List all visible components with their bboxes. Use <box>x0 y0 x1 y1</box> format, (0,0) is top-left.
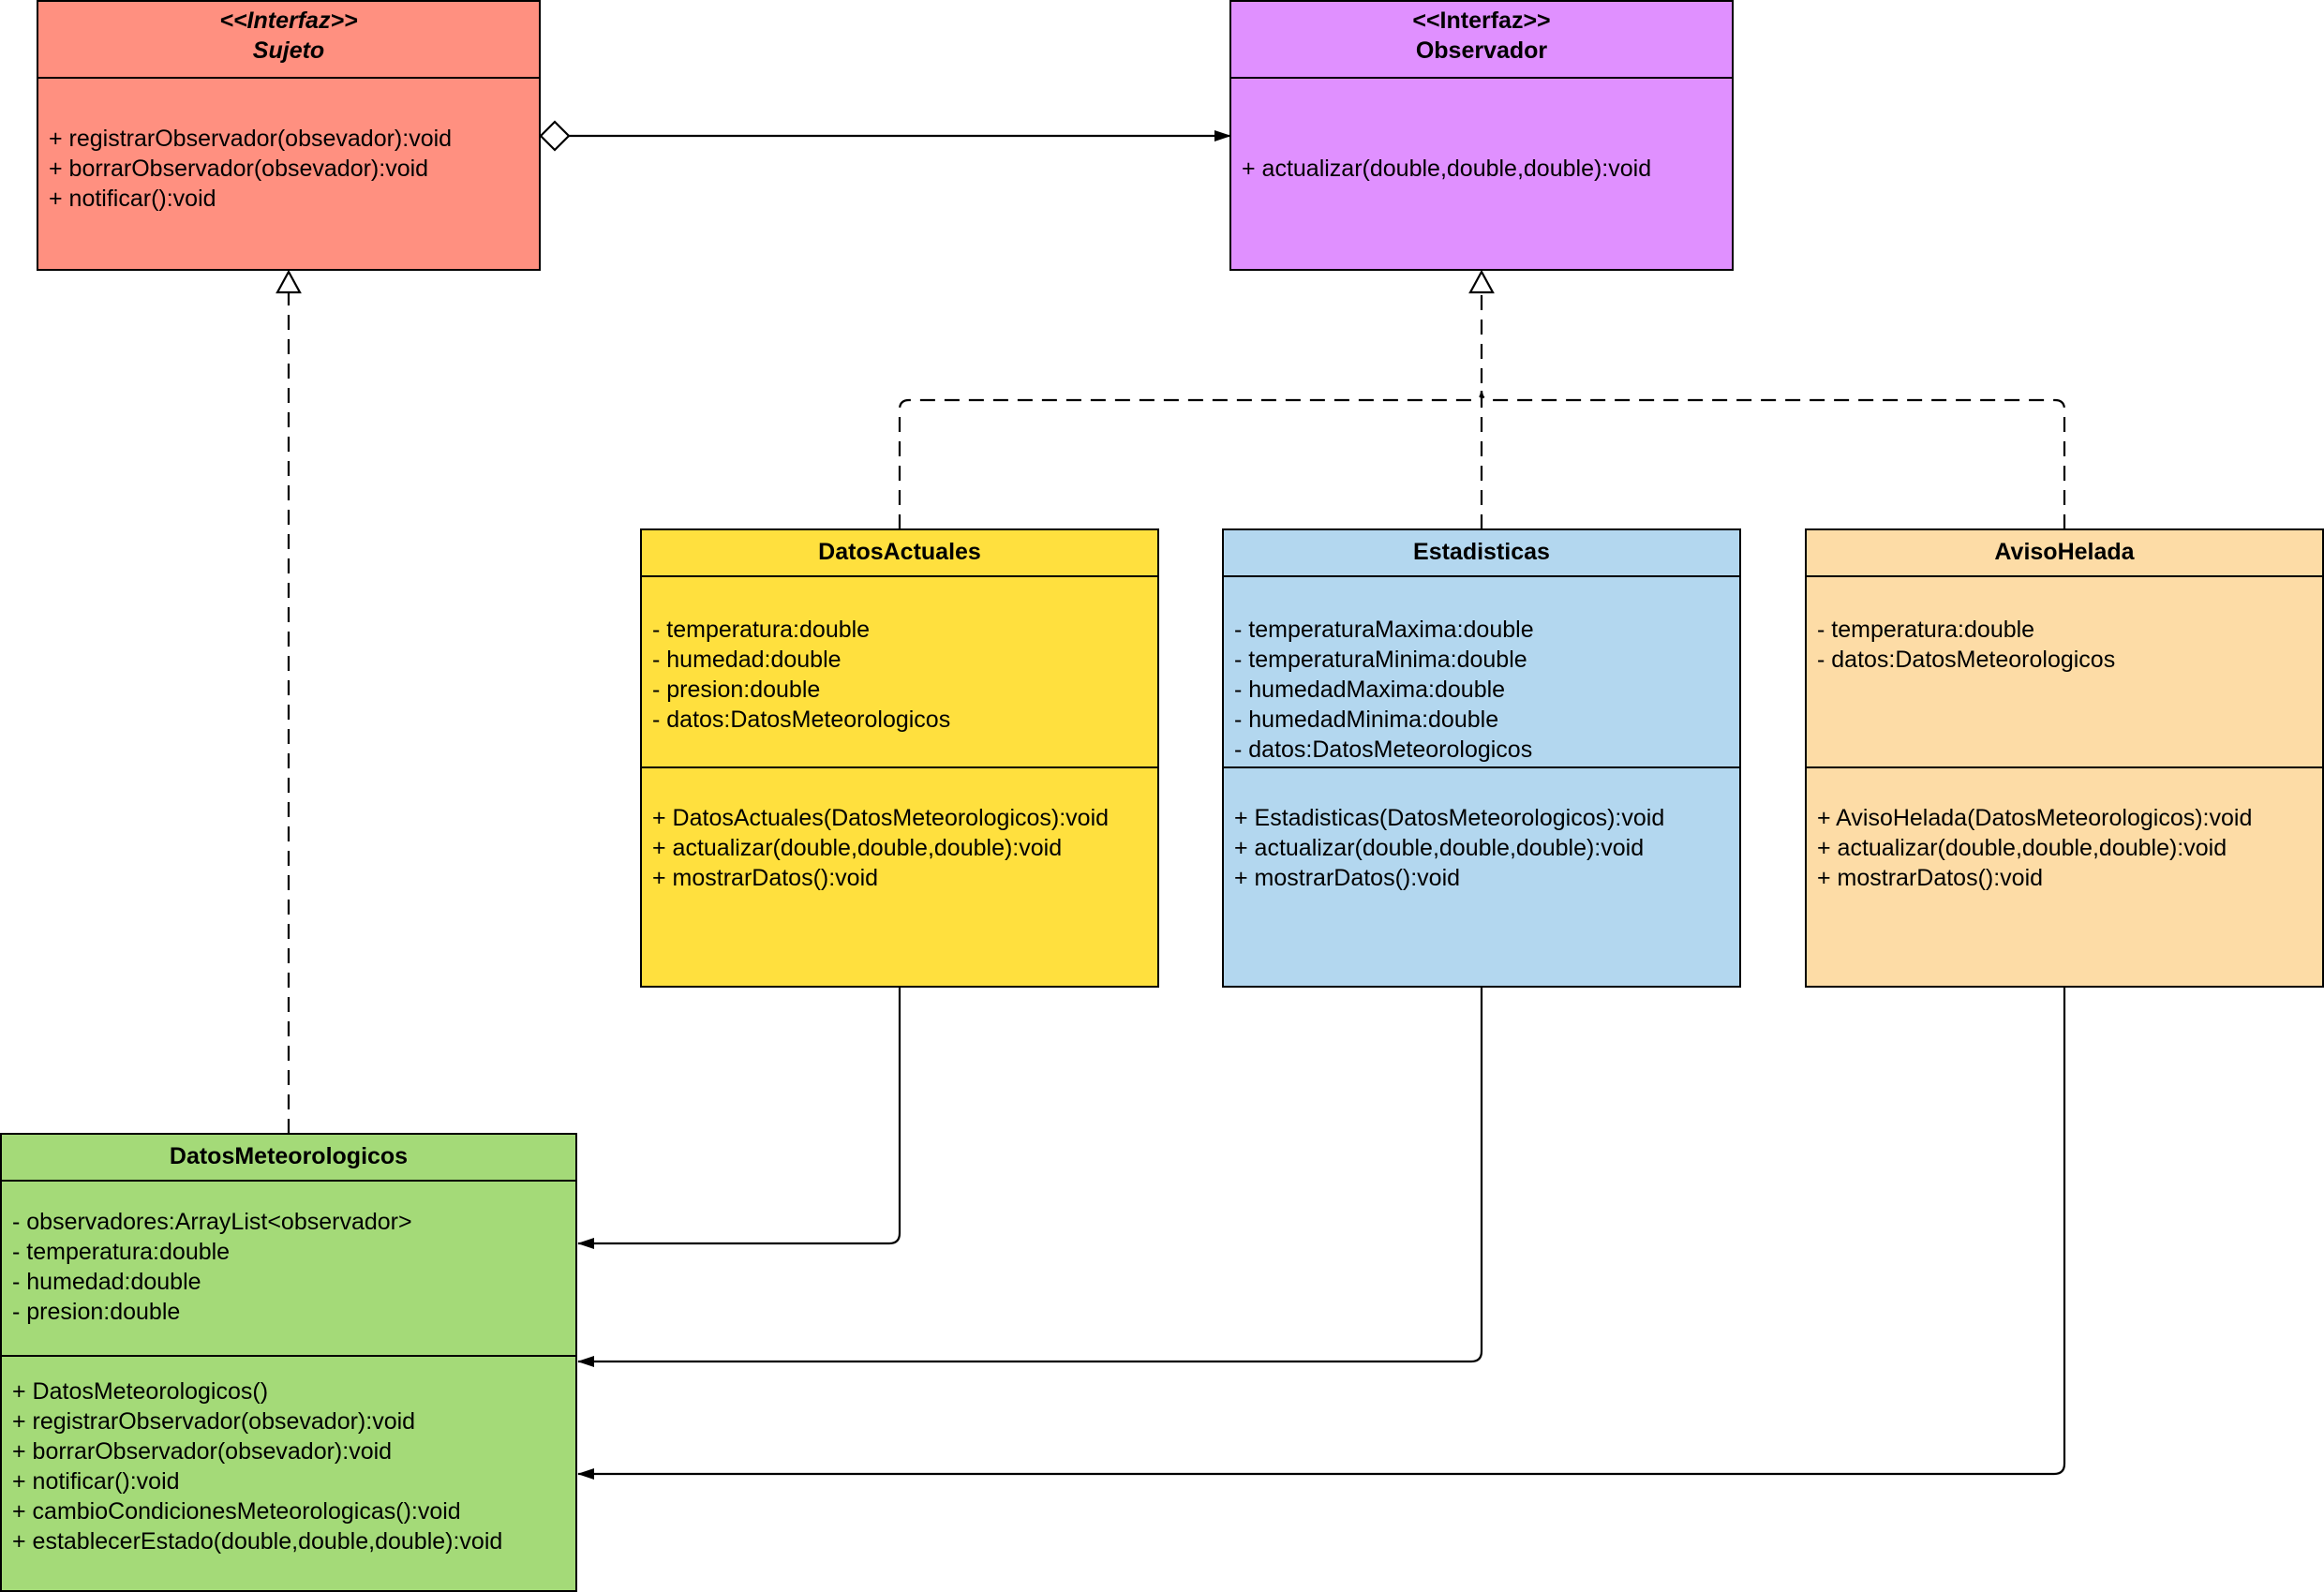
class-header: AvisoHelada <box>1807 530 2322 577</box>
methods-section: + Estadisticas(DatosMeteorologicos):void… <box>1224 767 1739 893</box>
method: + registrarObservador(obsevador):void <box>12 1408 416 1435</box>
method: + actualizar(double,double,double):void <box>1242 156 1652 182</box>
attribute: - humedadMaxima:double <box>1234 677 1506 703</box>
class-name: AvisoHelada <box>1994 539 2135 565</box>
methods-section: + AvisoHelada(DatosMeteorologicos):void … <box>1807 767 2322 893</box>
method: + AvisoHelada(DatosMeteorologicos):void <box>1817 805 2253 831</box>
class-datosactuales[interactable]: DatosActuales - temperatura:double - hum… <box>640 528 1159 988</box>
association-datosactuales-datosmeteorologicos <box>577 987 901 1249</box>
attributes-section: - temperaturaMaxima:double - temperatura… <box>1224 575 1739 768</box>
methods-section: + DatosMeteorologicos() + registrarObser… <box>2 1356 575 1556</box>
class-datosmeteorologicos[interactable]: DatosMeteorologicos - observadores:Array… <box>0 1133 577 1592</box>
method: + registrarObservador(obsevador):void <box>49 126 453 152</box>
association-estadisticas-datosmeteorologicos <box>577 987 1483 1367</box>
realization-observers-observador <box>898 269 2066 529</box>
attribute: - datos:DatosMeteorologicos <box>652 707 951 733</box>
attribute: - datos:DatosMeteorologicos <box>1817 647 2116 673</box>
method: + Estadisticas(DatosMeteorologicos):void <box>1234 805 1665 831</box>
methods-section: + DatosActuales(DatosMeteorologicos):voi… <box>642 767 1157 893</box>
method: + mostrarDatos():void <box>1234 865 1461 891</box>
method: + actualizar(double,double,double):void <box>1234 835 1645 861</box>
method: + DatosActuales(DatosMeteorologicos):voi… <box>652 805 1110 831</box>
stereotype-label: <<Interfaz>> <box>1412 7 1551 34</box>
attribute: - temperaturaMaxima:double <box>1234 617 1534 643</box>
attribute: - humedad:double <box>652 647 842 673</box>
attributes-section: - temperatura:double - humedad:double - … <box>642 575 1157 768</box>
attributes-section: - temperatura:double - datos:DatosMeteor… <box>1807 575 2322 768</box>
realization-triangle-icon <box>1468 269 1495 294</box>
method: + borrarObservador(obsevador):void <box>49 156 429 182</box>
class-name: DatosMeteorologicos <box>169 1143 409 1169</box>
class-name: Sujeto <box>252 37 325 64</box>
class-estadisticas[interactable]: Estadisticas - temperaturaMaxima:double … <box>1222 528 1741 988</box>
stereotype-label: <<Interfaz>> <box>219 7 358 34</box>
attribute: - temperaturaMinima:double <box>1234 647 1527 673</box>
method: + mostrarDatos():void <box>652 865 879 891</box>
method: + establecerEstado(double,double,double)… <box>12 1528 503 1555</box>
methods-section: + registrarObservador(obsevador):void + … <box>38 124 539 214</box>
method: + notificar():void <box>12 1468 180 1495</box>
method: + DatosMeteorologicos() <box>12 1378 269 1405</box>
attribute: - humedadMinima:double <box>1234 707 1499 733</box>
attribute: - humedad:double <box>12 1269 201 1295</box>
class-sujeto[interactable]: <<Interfaz>> Sujeto + registrarObservado… <box>37 0 541 271</box>
class-header: Estadisticas <box>1224 530 1739 577</box>
method: + borrarObservador(obsevador):void <box>12 1438 393 1465</box>
class-header: <<Interfaz>> Observador <box>1231 2 1732 79</box>
class-header: DatosMeteorologicos <box>2 1135 575 1182</box>
class-observador[interactable]: <<Interfaz>> Observador + actualizar(dou… <box>1229 0 1734 271</box>
attribute: - temperatura:double <box>1817 617 2035 643</box>
aggregation-diamond-icon <box>539 120 571 152</box>
aggregation-sujeto-observador <box>539 120 1231 152</box>
class-name: DatosActuales <box>818 539 981 565</box>
class-header: DatosActuales <box>642 530 1157 577</box>
attribute: - temperatura:double <box>652 617 871 643</box>
method: + notificar():void <box>49 186 216 212</box>
methods-section: + actualizar(double,double,double):void <box>1231 154 1732 184</box>
class-header: <<Interfaz>> Sujeto <box>38 2 539 79</box>
class-avisohelada[interactable]: AvisoHelada - temperatura:double - datos… <box>1805 528 2324 988</box>
attribute: - datos:DatosMeteorologicos <box>1234 736 1533 763</box>
realization-datosmeteorologicos-sujeto <box>276 269 302 1134</box>
class-name: Observador <box>1415 37 1548 64</box>
attribute: - presion:double <box>652 677 821 703</box>
class-name: Estadisticas <box>1413 539 1550 565</box>
attribute: - temperatura:double <box>12 1239 231 1265</box>
attribute: - presion:double <box>12 1299 181 1325</box>
method: + actualizar(double,double,double):void <box>1817 835 2227 861</box>
attribute: - observadores:ArrayList<observador> <box>12 1209 412 1235</box>
method: + cambioCondicionesMeteorologicas():void <box>12 1498 461 1525</box>
association-avisohelada-datosmeteorologicos <box>577 987 2066 1480</box>
method: + actualizar(double,double,double):void <box>652 835 1063 861</box>
realization-triangle-icon <box>276 269 302 294</box>
attributes-section: - observadores:ArrayList<observador> - t… <box>2 1180 575 1357</box>
method: + mostrarDatos():void <box>1817 865 2044 891</box>
